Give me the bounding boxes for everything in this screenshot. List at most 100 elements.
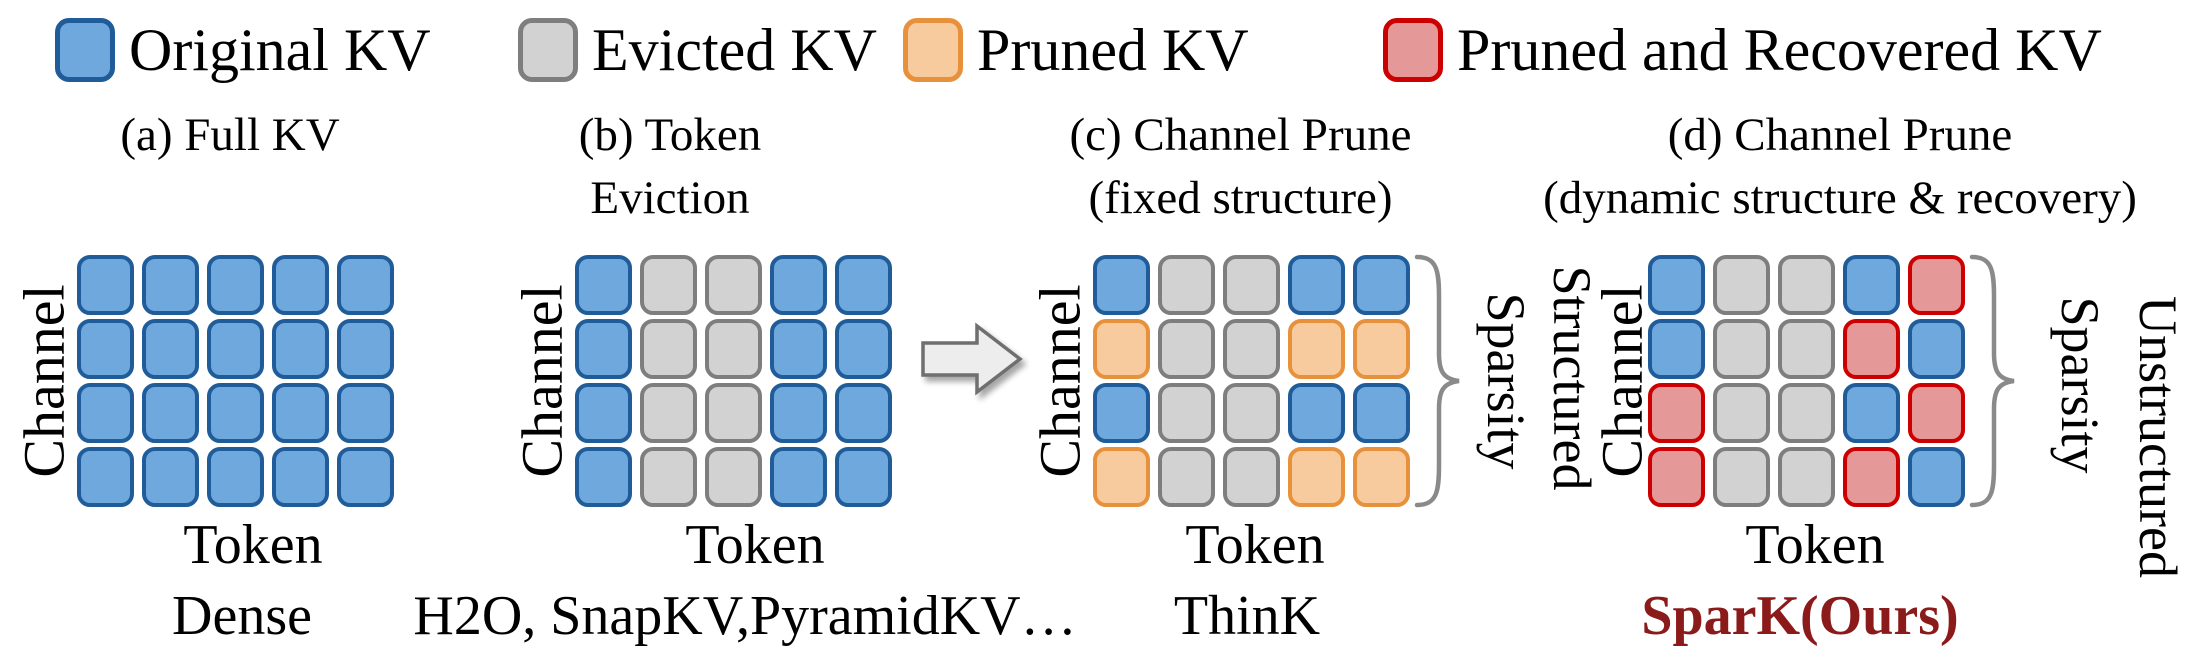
kv-cell-original — [1093, 255, 1150, 315]
kv-cell-original — [1648, 319, 1705, 379]
kv-cell-original — [77, 255, 134, 315]
kv-cell-evicted — [1158, 255, 1215, 315]
evicted-kv-swatch — [518, 18, 578, 82]
kv-cell-evicted — [1223, 319, 1280, 379]
kv-cell-original — [835, 255, 892, 315]
flow-arrow-icon — [921, 322, 1023, 396]
kv-grid-row — [1648, 319, 1965, 379]
pruned-kv-swatch — [903, 18, 963, 82]
method-label-dense: Dense — [172, 585, 312, 647]
panel-title-b-line2: Eviction — [590, 172, 750, 224]
kv-grid-row — [1093, 447, 1410, 507]
sparsity-label-c: Sparsity — [1476, 292, 1536, 470]
kv-cell-original — [142, 319, 199, 379]
kv-cell-original — [272, 447, 329, 507]
panel-title-c: (c) Channel Prune (fixed structure) — [1008, 104, 1473, 230]
channel-axis-label-a: Channel — [11, 284, 77, 478]
curly-brace-structured-sparsity — [1414, 254, 1460, 508]
kv-cell-evicted — [1158, 319, 1215, 379]
kv-grid-row — [575, 383, 892, 443]
kv-cell-original — [207, 447, 264, 507]
token-axis-label-b: Token — [685, 514, 825, 576]
kv-cell-pruned — [1093, 319, 1150, 379]
kv-cell-original — [835, 447, 892, 507]
kv-cell-original — [142, 383, 199, 443]
structured-label-c: Structured — [1542, 265, 1602, 491]
kv-cell-evicted — [1713, 255, 1770, 315]
kv-grid-row — [575, 447, 892, 507]
kv-cell-recovered — [1648, 447, 1705, 507]
curly-brace-unstructured-sparsity — [1969, 254, 2015, 508]
kv-cell-original — [770, 255, 827, 315]
kv-cell-original — [1288, 383, 1345, 443]
legend-item-pruned-kv: Pruned KV — [903, 16, 1249, 84]
kv-cell-recovered — [1648, 383, 1705, 443]
kv-cell-original — [1843, 383, 1900, 443]
kv-cell-original — [77, 447, 134, 507]
kv-cell-original — [1353, 255, 1410, 315]
kv-cell-recovered — [1843, 319, 1900, 379]
kv-cell-evicted — [1158, 383, 1215, 443]
kv-cell-original — [1908, 447, 1965, 507]
kv-cell-original — [1908, 319, 1965, 379]
channel-axis-label-c: Channel — [1027, 284, 1093, 478]
legend-label-evicted-kv: Evicted KV — [592, 17, 877, 83]
kv-cell-original — [272, 383, 329, 443]
kv-cell-pruned — [1093, 447, 1150, 507]
kv-cell-evicted — [705, 319, 762, 379]
panel-title-d: (d) Channel Prune (dynamic structure & r… — [1478, 104, 2202, 230]
kv-cell-evicted — [1223, 447, 1280, 507]
kv-grid-row — [1648, 447, 1965, 507]
kv-grid-row — [1093, 255, 1410, 315]
kv-grid-row — [575, 319, 892, 379]
token-axis-label-d: Token — [1745, 514, 1885, 576]
kv-cell-pruned — [1288, 319, 1345, 379]
kv-grid-full — [77, 255, 394, 507]
panel-title-c-line1: (c) Channel Prune — [1069, 109, 1412, 161]
kv-cell-evicted — [1158, 447, 1215, 507]
kv-cell-original — [835, 319, 892, 379]
token-axis-label-a: Token — [183, 514, 323, 576]
legend-item-evicted-kv: Evicted KV — [518, 16, 877, 84]
kv-cell-evicted — [705, 447, 762, 507]
kv-cell-original — [207, 255, 264, 315]
kv-cell-original — [207, 319, 264, 379]
kv-cell-original — [207, 383, 264, 443]
kv-cell-original — [575, 255, 632, 315]
kv-cell-original — [575, 383, 632, 443]
panel-title-a-line1: (a) Full KV — [120, 109, 340, 161]
legend-item-pruned-recovered-kv: Pruned and Recovered KV — [1383, 16, 2102, 84]
kv-cell-evicted — [1223, 383, 1280, 443]
panel-title-c-line2: (fixed structure) — [1088, 172, 1393, 224]
kv-cell-evicted — [640, 255, 697, 315]
kv-cell-evicted — [1778, 447, 1835, 507]
panel-title-d-line1: (d) Channel Prune — [1667, 109, 2013, 161]
kv-cell-evicted — [1713, 319, 1770, 379]
method-label-think: ThinK — [1173, 585, 1321, 647]
kv-grid-channel-prune-dynamic — [1648, 255, 1965, 507]
kv-grid-row — [77, 319, 394, 379]
kv-grid-row — [1648, 255, 1965, 315]
kv-cell-original — [1288, 255, 1345, 315]
kv-cell-pruned — [1288, 447, 1345, 507]
kv-cell-evicted — [640, 319, 697, 379]
kv-cell-evicted — [1778, 255, 1835, 315]
kv-grid-token-eviction — [575, 255, 892, 507]
kv-cell-evicted — [705, 383, 762, 443]
legend-item-original-kv: Original KV — [55, 16, 431, 84]
panel-title-d-line2: (dynamic structure & recovery) — [1543, 172, 2137, 224]
kv-cell-original — [337, 383, 394, 443]
kv-grid-row — [1648, 383, 1965, 443]
kv-cell-original — [337, 319, 394, 379]
kv-grid-row — [77, 255, 394, 315]
kv-cell-original — [272, 319, 329, 379]
kv-grid-row — [575, 255, 892, 315]
kv-cell-original — [142, 447, 199, 507]
panel-title-b-line1: (b) Token — [578, 109, 762, 161]
kv-cell-evicted — [640, 447, 697, 507]
panel-title-b: (b) Token Eviction — [495, 104, 845, 230]
kv-cell-original — [770, 447, 827, 507]
channel-axis-label-b: Channel — [509, 284, 575, 478]
pruned-recovered-kv-swatch — [1383, 18, 1443, 82]
panel-title-a: (a) Full KV — [55, 104, 405, 167]
